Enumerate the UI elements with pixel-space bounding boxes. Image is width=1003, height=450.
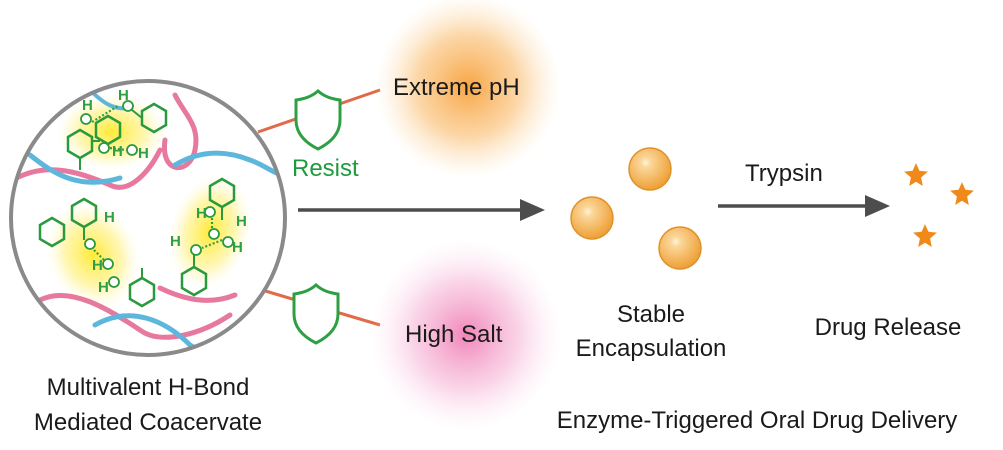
shield-icon [292,283,340,345]
extreme-ph-label: Extreme pH [393,74,520,101]
footer-caption: Enzyme-Triggered Oral Drug Delivery [557,407,958,434]
droplet-icon [628,147,672,191]
droplet-icon [658,226,702,270]
hydrogen-label: H [112,143,123,160]
stable-label: Stable [617,301,685,328]
coacervate-label-line2: Mediated Coacervate [34,409,262,436]
coacervate-illustration: H H H H H H H H H H H [9,79,287,357]
encapsulation-label: Encapsulation [576,335,727,362]
hydrogen-label: H [118,87,129,104]
hydrogen-label: H [196,205,207,222]
trypsin-label: Trypsin [745,160,823,187]
hydrogen-label: H [104,209,115,226]
main-arrow [298,199,545,221]
extreme-ph-glow [376,0,560,178]
hydrogen-label: H [98,279,109,296]
hydrogen-label: H [232,239,243,256]
hydrogen-label: H [82,97,93,114]
hydrogen-label: H [170,233,181,250]
hydrogen-label: H [236,213,247,230]
star-icon [950,182,974,206]
high-salt-label: High Salt [405,321,503,348]
resist-label: Resist [292,155,359,182]
shield-icon [294,89,342,151]
star-icon [904,163,928,187]
drug-release-label: Drug Release [815,314,962,341]
hydrogen-label: H [92,257,103,274]
coacervate-label-line1: Multivalent H-Bond [47,374,250,401]
high-salt-glow [371,240,561,430]
star-icon [913,224,937,248]
droplet-icon [570,196,614,240]
trypsin-arrow [718,195,890,217]
hydrogen-label: H [138,145,149,162]
coacervate-border [9,79,287,357]
